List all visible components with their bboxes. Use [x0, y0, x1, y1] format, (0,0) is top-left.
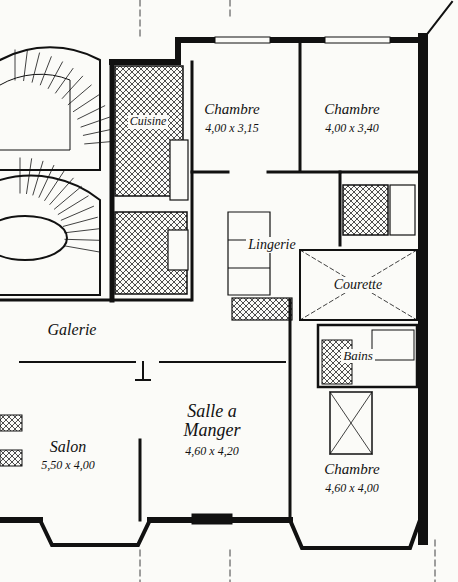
- room-dimensions: 4,00 x 3,40: [323, 122, 380, 135]
- room: Chambre 4,00 x 3,15: [202, 101, 261, 135]
- room-name: Chambre: [322, 461, 381, 478]
- room: Bains: [341, 349, 375, 363]
- room: Chambre 4,00 x 3,40: [322, 101, 381, 135]
- room: Galerie: [46, 321, 99, 339]
- room: Salle a Manger 4,60 x 4,20: [177, 402, 247, 459]
- room-name: Salon: [48, 438, 88, 456]
- room-name: Cuisine: [128, 115, 169, 128]
- room-name: Courette: [332, 277, 384, 292]
- room: Chambre 4,60 x 4,00: [322, 461, 381, 495]
- room: Salon 5,50 x 4,00: [39, 438, 96, 473]
- room-dimensions: 4,60 x 4,00: [323, 482, 380, 495]
- room: Cuisine: [128, 115, 169, 128]
- room-name: Chambre: [322, 101, 381, 118]
- room-name: Chambre: [202, 101, 261, 118]
- room-dimensions: 4,60 x 4,20: [183, 445, 240, 458]
- room-dimensions: 5,50 x 4,00: [39, 459, 96, 472]
- room: Courette: [332, 277, 384, 292]
- room-name: Lingerie: [246, 237, 297, 252]
- room-name: Salle a Manger: [177, 402, 247, 442]
- room: Lingerie: [246, 237, 297, 252]
- room-dimensions: 4,00 x 3,15: [203, 122, 260, 135]
- room-name: Bains: [341, 349, 375, 363]
- room-name: Galerie: [46, 321, 99, 339]
